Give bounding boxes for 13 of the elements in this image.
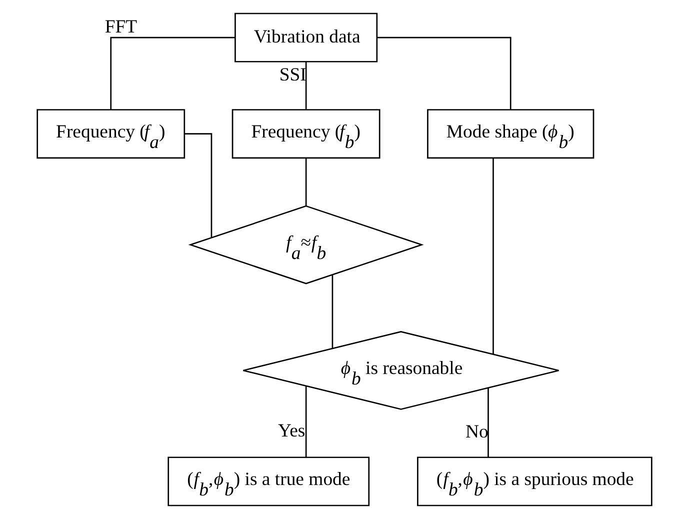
connector (305, 62, 307, 110)
connector (184, 133, 212, 238)
connector (488, 388, 489, 458)
connector (305, 158, 307, 206)
connector (305, 386, 307, 457)
connector (110, 36, 236, 110)
edge-label: SSI (279, 64, 306, 86)
edge-label: Yes (278, 420, 306, 442)
connector (332, 275, 334, 348)
connector (492, 158, 494, 354)
edge-label: FFT (104, 16, 138, 38)
node-box: Vibration data (234, 12, 378, 62)
connector (377, 36, 512, 110)
